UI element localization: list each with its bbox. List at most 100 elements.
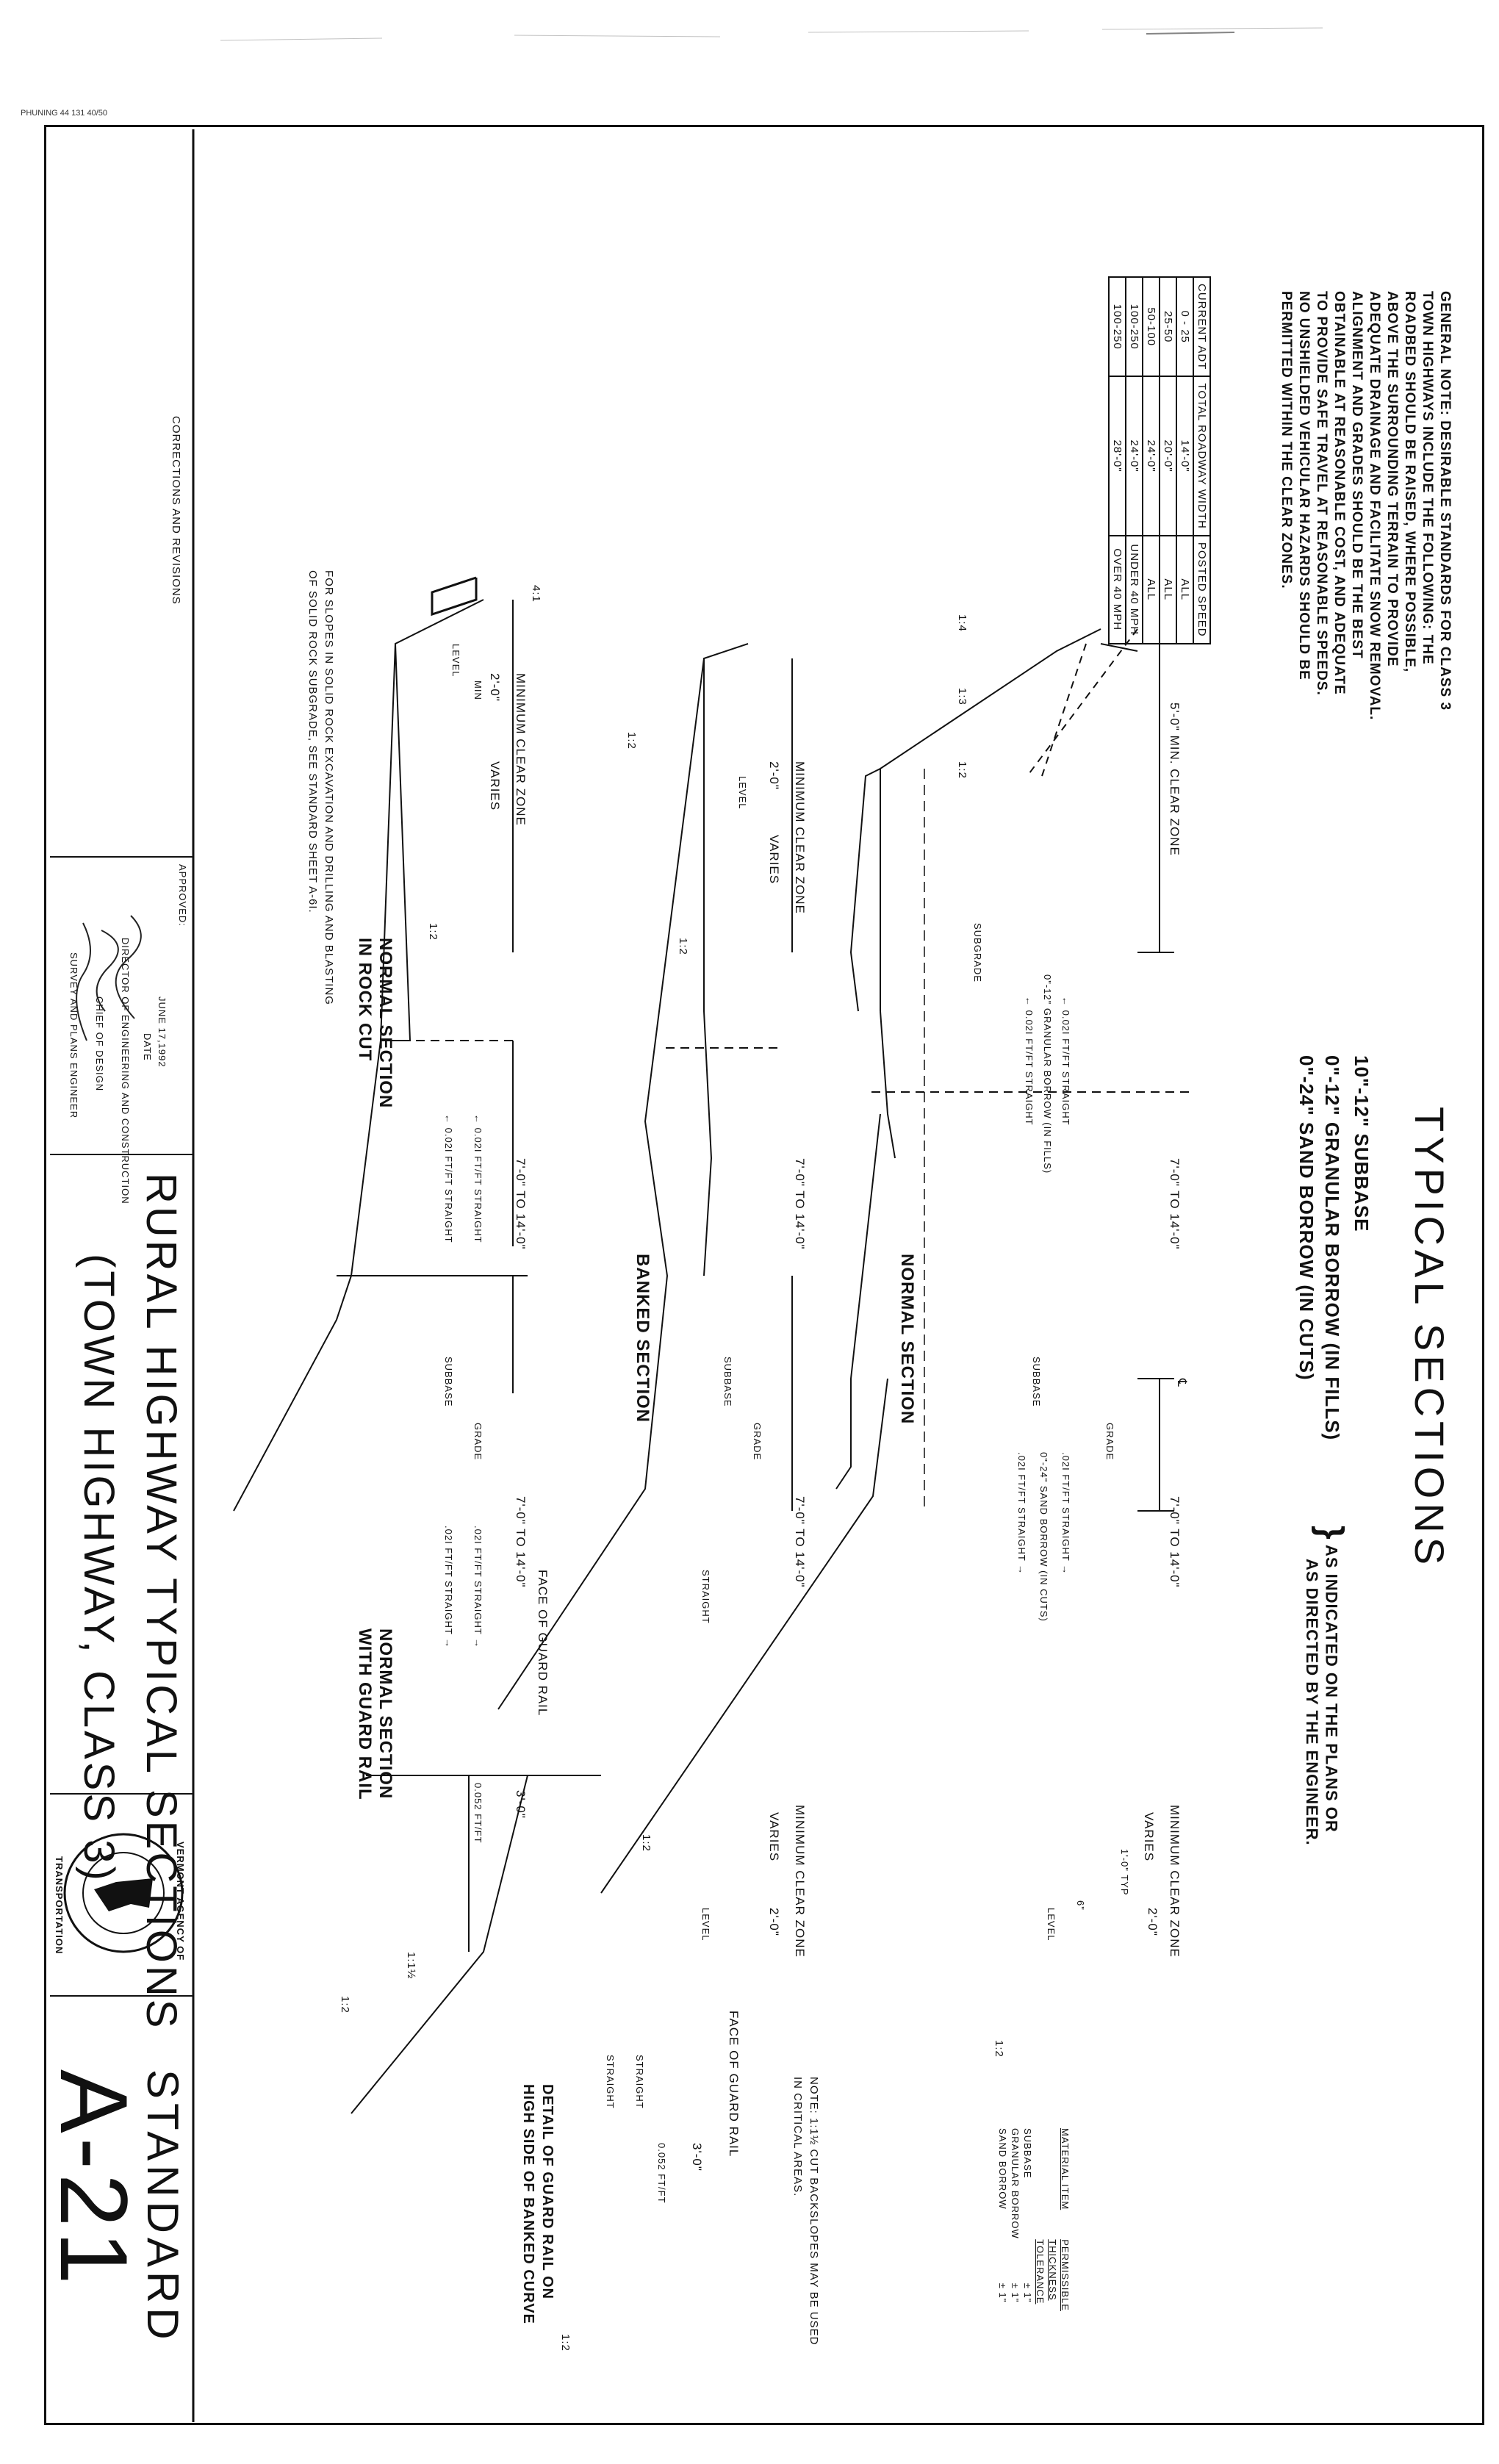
detail-title-line: DETAIL OF GUARD RAIL ON xyxy=(539,2084,556,2299)
three-ft-label: 3'-0" xyxy=(514,1790,528,1819)
level-label: LEVEL xyxy=(700,1908,711,1942)
typical-sections-title: TYPICAL SECTIONS xyxy=(1406,1107,1453,1570)
scan-noise xyxy=(220,27,1323,41)
adt-cell: 25-50 xyxy=(1160,277,1176,377)
adt-header: POSTED SPEED xyxy=(1193,535,1210,644)
one-ft-typ-label: 1'-0" TYP xyxy=(1119,1849,1130,1896)
slope-1-3-label: 1:3 xyxy=(956,688,968,705)
adt-cell: 28'-0" xyxy=(1109,376,1126,536)
general-note-line: GENERAL NOTE: DESIRABLE STANDARDS FOR CL… xyxy=(1437,291,1453,711)
level-label: LEVEL xyxy=(737,776,748,810)
header-stamp: PHUNING 44 131 40/50 xyxy=(21,109,108,118)
rotated-sheet: GENERAL NOTE: DESIRABLE STANDARDS FOR CL… xyxy=(40,129,1483,2422)
standard-number: A-21 xyxy=(40,2069,148,2289)
sand-cut-label: 0"-24" SAND BORROW (IN CUTS) xyxy=(1038,1452,1049,1622)
general-note-line: TO PROVIDE SAFE TRAVEL AT REASONABLE SPE… xyxy=(1314,291,1329,696)
two-ft-label: 2'-0" xyxy=(1146,1908,1160,1936)
two-ft-label: 2'-0" xyxy=(488,673,502,702)
two-ft-label: 2'-0" xyxy=(767,1908,781,1936)
seven-to-fourteen-label: 7'-0" TO 14'-0" xyxy=(514,1158,528,1250)
subgrade-label: SUBGRADE xyxy=(972,923,983,983)
seven-to-fourteen-label: 7'-0" TO 14'-0" xyxy=(793,1496,807,1588)
adt-cell: 14'-0" xyxy=(1176,376,1193,536)
sheet-linework xyxy=(50,129,1189,2422)
general-note: GENERAL NOTE: DESIRABLE STANDARDS FOR CL… xyxy=(1277,291,1453,720)
slope-1-4-label: 1:4 xyxy=(956,614,968,632)
tolerance-item: GRANULAR BORROW xyxy=(1010,2128,1021,2239)
seven-to-fourteen-label: 7'-0" TO 14'-0" xyxy=(1168,1158,1182,1250)
slope-straight-label: .02I FT/FT STRAIGHT → xyxy=(1060,1452,1071,1576)
slope-1-2-label: 1:2 xyxy=(956,761,968,779)
varies-label: VARIES xyxy=(767,835,781,885)
face-of-guard-rail-label: FACE OF GUARD RAIL xyxy=(536,1570,550,1717)
subbase-label: SUBBASE xyxy=(443,1357,454,1407)
two-ft-label: 2'-0" xyxy=(767,761,781,790)
normal-section-title: NORMAL SECTION xyxy=(897,1254,917,1425)
rock-cut-title-1: NORMAL SECTION xyxy=(375,938,395,1109)
slope-straight-label: .02I FT/FT STRAIGHT → xyxy=(1016,1452,1027,1576)
six-in-label: 6" xyxy=(1075,1900,1086,1911)
general-note-line: ROADBED SHOULD BE RAISED, WHERE POSSIBLE… xyxy=(1402,291,1417,673)
as-indicated-text: AS INDICATED ON THE PLANS OR xyxy=(1322,1544,1341,1833)
minimum-clear-zone-label: MINIMUM CLEAR ZONE xyxy=(514,673,528,826)
tolerance-table: MATERIAL ITEM PERMISSIBLE THICKNESS TOLE… xyxy=(996,2128,1071,2342)
slope-straight-label: ← 0.02I FT/FT STRAIGHT xyxy=(472,1114,484,1243)
table-row: 50-100 24'-0" ALL xyxy=(1143,277,1160,644)
three-ft-label: 3'-0" xyxy=(690,2143,704,2172)
general-note-line: ADEQUATE DRAINAGE AND FACILITATE SNOW RE… xyxy=(1367,291,1382,721)
minimum-clear-zone-label: MINIMUM CLEAR ZONE xyxy=(1168,1805,1182,1958)
adt-cell: 24'-0" xyxy=(1143,376,1160,536)
straight-label: STRAIGHT xyxy=(605,2055,616,2109)
slope-1-2-label: 1:2 xyxy=(640,1834,653,1852)
backslope-note-line: IN CRITICAL AREAS. xyxy=(791,2077,804,2197)
subbase-label: SUBBASE xyxy=(722,1357,733,1407)
cl-symbol: ℄ xyxy=(1175,1379,1189,1387)
signatures xyxy=(76,915,142,1041)
varies-label: VARIES xyxy=(1142,1812,1156,1862)
banked-section-title: BANKED SECTION xyxy=(633,1254,653,1423)
straight-label: STRAIGHT xyxy=(634,2055,645,2109)
guard-rail-title-1: NORMAL SECTION xyxy=(375,1628,395,1800)
adt-table: CURRENT ADT TOTAL ROADWAY WIDTH POSTED S… xyxy=(1108,276,1211,644)
table-row: 100-250 28'-0" OVER 40 MPH xyxy=(1109,277,1126,644)
main-title-2: (TOWN HIGHWAY, CLASS 3) xyxy=(75,1254,123,1883)
slope-052-label: 0.052 FT/FT xyxy=(472,1783,484,1844)
grade-label: GRADE xyxy=(472,1423,484,1461)
slope-1-2-label: 1:2 xyxy=(625,732,638,750)
straight-label: STRAIGHT xyxy=(700,1570,711,1624)
seven-to-fourteen-label: 7'-0" TO 14'-0" xyxy=(793,1158,807,1250)
slope-straight-label: .02I FT/FT STRAIGHT → xyxy=(443,1526,454,1649)
slope-straight-label: ← 0.02I FT/FT STRAIGHT xyxy=(443,1114,454,1243)
agency-name-top: VERMONT AGENCY OF xyxy=(175,1842,186,1961)
slope-1-2-label: 1:2 xyxy=(339,1996,351,2014)
min-clear-zone-label: 5'-0" MIN. CLEAR ZONE xyxy=(1168,703,1182,856)
rock-cut-title: NORMAL SECTION IN ROCK CUT xyxy=(354,938,395,1108)
guard-rail-title: NORMAL SECTION WITH GUARD RAIL xyxy=(354,1628,395,1800)
as-directed-text: AS DIRECTED BY THE ENGINEER. xyxy=(1303,1559,1321,1846)
general-note-line: ABOVE THE SURROUNDING TERRAIN TO PROVIDE xyxy=(1384,291,1400,667)
granular-spec: 0"-12" GRANULAR BORROW (IN FILLS) xyxy=(1321,1055,1343,1441)
slope-052-label: 0.052 FT/FT xyxy=(656,2143,667,2204)
slope-1-2-label: 1:2 xyxy=(559,2334,572,2352)
sheet-frame: GENERAL NOTE: DESIRABLE STANDARDS FOR CL… xyxy=(40,125,1484,2425)
slope-straight-label: ← 0.02I FT/FT STRAIGHT xyxy=(1060,996,1071,1126)
granular-fill-label: 0"-12" GRANULAR BORROW (IN FILLS) xyxy=(1042,974,1053,1174)
two-ft-min-label: MIN xyxy=(472,680,484,700)
minimum-clear-zone-label: MINIMUM CLEAR ZONE xyxy=(793,1805,807,1958)
detail-title-line: HIGH SIDE OF BANKED CURVE xyxy=(520,2084,536,2324)
rock-note-line: FOR SLOPES IN SOLID ROCK EXCAVATION AND … xyxy=(323,570,335,1005)
slope-1-2-label: 1:2 xyxy=(427,923,439,941)
adt-cell: ALL xyxy=(1160,535,1176,644)
varies-label: VARIES xyxy=(488,761,502,811)
slope-4-1-label: 4:1 xyxy=(530,585,542,603)
seven-to-fourteen-label: 7'-0" TO 14'-0" xyxy=(514,1496,528,1588)
agency-name-bottom: TRANSPORTATION xyxy=(54,1856,65,1955)
slope-straight-label: ← 0.02I FT/FT STRAIGHT xyxy=(1024,996,1035,1126)
subbase-spec: 10"-12" SUBBASE xyxy=(1351,1055,1373,1232)
table-row: 25-50 20'-0" ALL xyxy=(1160,277,1176,644)
detail-title: DETAIL OF GUARD RAIL ON HIGH SIDE OF BAN… xyxy=(519,2084,557,2324)
subbase-label: SUBBASE xyxy=(1031,1357,1042,1407)
tolerance-header: PERMISSIBLE THICKNESS TOLERANCE xyxy=(1035,2239,1071,2311)
slope-straight-label: .02I FT/FT STRAIGHT → xyxy=(472,1526,484,1649)
slope-1-1-5-label: 1:1½ xyxy=(405,1952,417,1980)
